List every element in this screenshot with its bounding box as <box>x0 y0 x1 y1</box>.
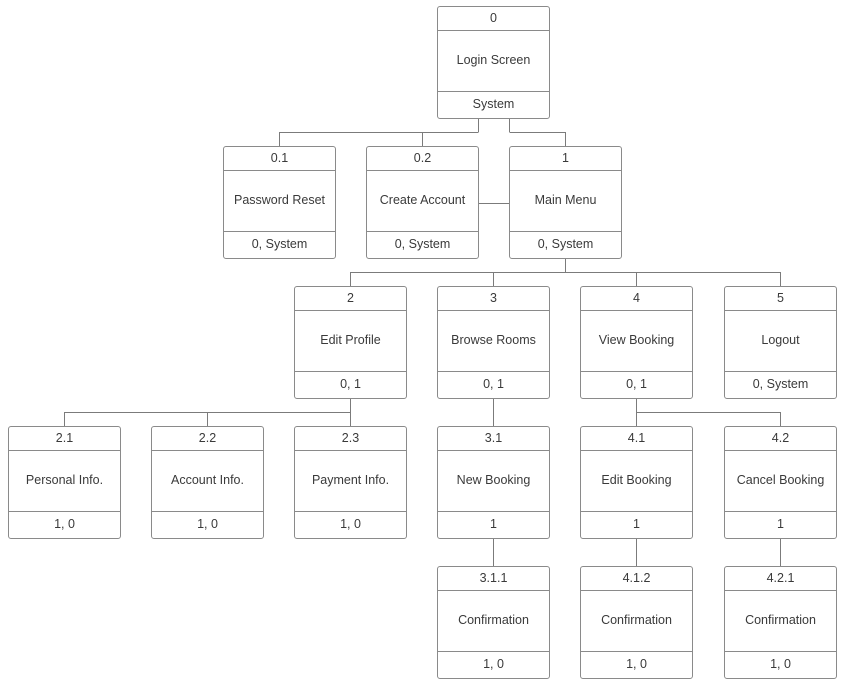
node-title: Payment Info. <box>295 450 406 512</box>
node-title: Edit Profile <box>295 310 406 372</box>
node-id: 3 <box>438 287 549 311</box>
node-account-info[interactable]: 2.2 Account Info. 1, 0 <box>151 426 264 539</box>
node-id: 0.2 <box>367 147 478 171</box>
node-access: 1, 0 <box>626 657 647 671</box>
node-cancel-booking[interactable]: 4.2 Cancel Booking 1 <box>724 426 837 539</box>
node-edit-booking[interactable]: 4.1 Edit Booking 1 <box>580 426 693 539</box>
node-access: 1, 0 <box>54 517 75 531</box>
node-create-account[interactable]: 0.2 Create Account 0, System <box>366 146 479 259</box>
node-access: 0, 1 <box>626 377 647 391</box>
node-access: 0, 1 <box>340 377 361 391</box>
node-access: 0, System <box>251 237 308 251</box>
node-access: 0, System <box>537 237 594 251</box>
node-view-booking[interactable]: 4 View Booking 0, 1 <box>580 286 693 399</box>
node-id: 2.1 <box>9 427 120 451</box>
node-title: Personal Info. <box>9 450 120 512</box>
node-id: 4.2 <box>725 427 836 451</box>
node-password-reset[interactable]: 0.1 Password Reset 0, System <box>223 146 336 259</box>
node-access: 1, 0 <box>340 517 361 531</box>
node-main-menu[interactable]: 1 Main Menu 0, System <box>509 146 622 259</box>
node-access: 1, 0 <box>483 657 504 671</box>
node-access: 1, 0 <box>197 517 218 531</box>
node-access: 0, System <box>394 237 451 251</box>
node-id: 4.1.2 <box>581 567 692 591</box>
node-payment-info[interactable]: 2.3 Payment Info. 1, 0 <box>294 426 407 539</box>
node-title: Password Reset <box>224 170 335 232</box>
node-id: 4.2.1 <box>725 567 836 591</box>
node-id: 5 <box>725 287 836 311</box>
node-title: Confirmation <box>581 590 692 652</box>
node-access: 1 <box>777 517 784 531</box>
node-id: 4 <box>581 287 692 311</box>
node-id: 2.2 <box>152 427 263 451</box>
node-title: Account Info. <box>152 450 263 512</box>
node-title: View Booking <box>581 310 692 372</box>
node-access: 1 <box>633 517 640 531</box>
node-title: Logout <box>725 310 836 372</box>
node-access: System <box>472 97 515 111</box>
node-title: Confirmation <box>725 590 836 652</box>
node-login-screen[interactable]: 0 Login Screen System <box>437 6 550 119</box>
node-access: 1 <box>490 517 497 531</box>
node-cancel-booking-confirmation[interactable]: 4.2.1 Confirmation 1, 0 <box>724 566 837 679</box>
node-title: Browse Rooms <box>438 310 549 372</box>
node-id: 1 <box>510 147 621 171</box>
node-id: 3.1 <box>438 427 549 451</box>
node-title: Create Account <box>367 170 478 232</box>
node-new-booking-confirmation[interactable]: 3.1.1 Confirmation 1, 0 <box>437 566 550 679</box>
node-title: Main Menu <box>510 170 621 232</box>
node-access: 0, 1 <box>483 377 504 391</box>
node-id: 2.3 <box>295 427 406 451</box>
node-logout[interactable]: 5 Logout 0, System <box>724 286 837 399</box>
node-id: 3.1.1 <box>438 567 549 591</box>
node-new-booking[interactable]: 3.1 New Booking 1 <box>437 426 550 539</box>
node-browse-rooms[interactable]: 3 Browse Rooms 0, 1 <box>437 286 550 399</box>
node-id: 2 <box>295 287 406 311</box>
node-title: Confirmation <box>438 590 549 652</box>
node-edit-booking-confirmation[interactable]: 4.1.2 Confirmation 1, 0 <box>580 566 693 679</box>
node-id: 0 <box>438 7 549 31</box>
node-personal-info[interactable]: 2.1 Personal Info. 1, 0 <box>8 426 121 539</box>
node-title: New Booking <box>438 450 549 512</box>
node-access: 1, 0 <box>770 657 791 671</box>
node-access: 0, System <box>752 377 809 391</box>
node-edit-profile[interactable]: 2 Edit Profile 0, 1 <box>294 286 407 399</box>
node-title: Cancel Booking <box>725 450 836 512</box>
node-id: 4.1 <box>581 427 692 451</box>
node-title: Login Screen <box>438 30 549 92</box>
node-title: Edit Booking <box>581 450 692 512</box>
node-id: 0.1 <box>224 147 335 171</box>
